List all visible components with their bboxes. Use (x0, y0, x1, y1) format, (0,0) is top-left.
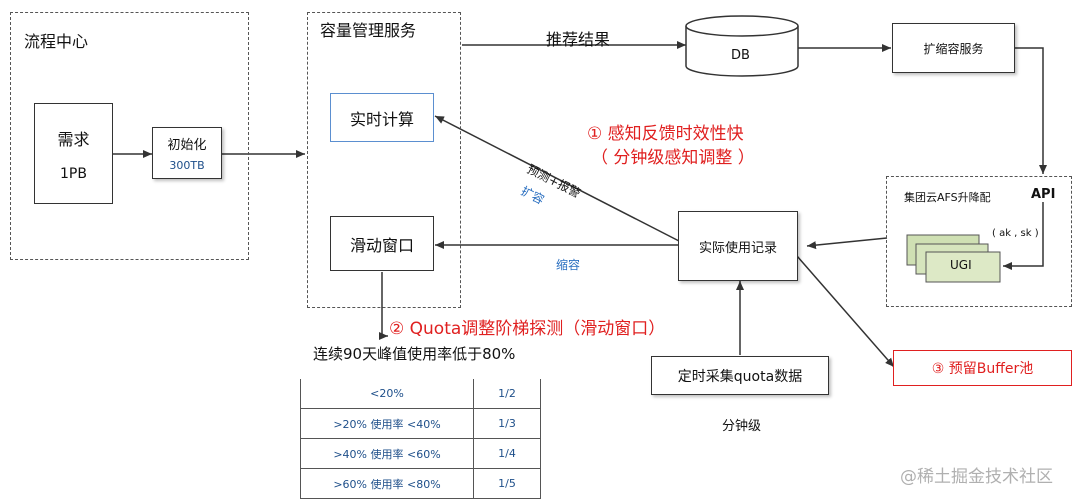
recommend-result-label: 推荐结果 (546, 30, 611, 49)
flow-center-title: 流程中心 (24, 32, 89, 51)
realtime-compute-label: 实时计算 (349, 109, 414, 129)
quota-range-cell: <20% (300, 379, 474, 409)
scheduled-collect-label: 定时采集quota数据 (677, 368, 803, 385)
quota-table-row: >60% 使用率 <80%1/5 (300, 468, 541, 499)
quota-ratio-cell: 1/2 (473, 379, 541, 409)
flow-center-container (10, 12, 249, 260)
group-cloud-title: 集团云AFS升降配 (904, 191, 991, 204)
arrow-usage-to-realtime (434, 115, 680, 242)
scheduled-collect-box: 定时采集quota数据 (651, 356, 829, 395)
scale-service-box: 扩缩容服务 (892, 23, 1015, 73)
init-box: 初始化 300TB (152, 127, 222, 179)
db-cylinder (685, 15, 799, 77)
keys-label: ( ak , sk ) (992, 228, 1039, 239)
init-value: 300TB (169, 159, 205, 172)
realtime-compute-box: 实时计算 (330, 93, 434, 142)
arrow-cloud-to-usage (806, 237, 888, 250)
buffer-pool-label: ③ 预留Buffer池 (931, 361, 1034, 377)
db-label: DB (731, 48, 750, 63)
ugi-label: UGI (950, 258, 972, 272)
arrow-usage-to-buffer (796, 255, 895, 368)
sliding-window-label: 滑动窗口 (349, 235, 414, 255)
ugi-card-front (925, 251, 1001, 283)
quota-table-row: >20% 使用率 <40%1/3 (300, 408, 541, 439)
actual-usage-box: 实际使用记录 (678, 211, 798, 281)
quota-range-cell: >40% 使用率 <60% (300, 438, 474, 469)
arrow-api-to-ugi (1003, 202, 1044, 270)
demand-box: 需求 1PB (34, 103, 113, 204)
capacity-service-title: 容量管理服务 (320, 21, 417, 40)
quota-ratio-cell: 1/5 (473, 468, 541, 499)
api-label: API (1031, 187, 1056, 202)
scale-service-label: 扩缩容服务 (923, 41, 984, 56)
quota-table-row: <20%1/2 (300, 379, 541, 409)
note2: ② Quota调整阶梯探测（滑动窗口） (389, 319, 666, 339)
rule-heading: 连续90天峰值使用率低于80% (313, 345, 516, 363)
quota-ratio-cell: 1/3 (473, 408, 541, 439)
quota-table-wrap: <20%1/2>20% 使用率 <40%1/3>40% 使用率 <60%1/4>… (300, 379, 541, 499)
capacity-service-container (307, 12, 461, 308)
group-cloud-container (886, 176, 1072, 307)
arrow-scale-to-cloud (1015, 47, 1047, 174)
init-label: 初始化 (167, 138, 207, 153)
note1-line2: （ 分钟级感知调整 ） (591, 148, 755, 168)
buffer-pool-box: ③ 预留Buffer池 (893, 350, 1072, 386)
quota-range-cell: >20% 使用率 <40% (300, 408, 474, 439)
note1-line1: ① 感知反馈时效性快 (587, 124, 744, 144)
quota-range-cell: >60% 使用率 <80% (300, 468, 474, 499)
sliding-window-box: 滑动窗口 (330, 216, 434, 271)
demand-value: 1PB (60, 165, 87, 182)
demand-label: 需求 (57, 129, 90, 149)
arrow-sliding-to-rule (379, 272, 388, 340)
quota-ratio-cell: 1/4 (473, 438, 541, 469)
actual-usage-label: 实际使用记录 (698, 240, 777, 256)
quota-table-row: >40% 使用率 <60%1/4 (300, 438, 541, 469)
watermark: @稀土掘金技术社区 (900, 467, 1053, 487)
quota-table: <20%1/2>20% 使用率 <40%1/3>40% 使用率 <60%1/4>… (300, 379, 541, 499)
shrink-label: 缩容 (556, 258, 581, 272)
collect-frequency-label: 分钟级 (722, 419, 762, 434)
